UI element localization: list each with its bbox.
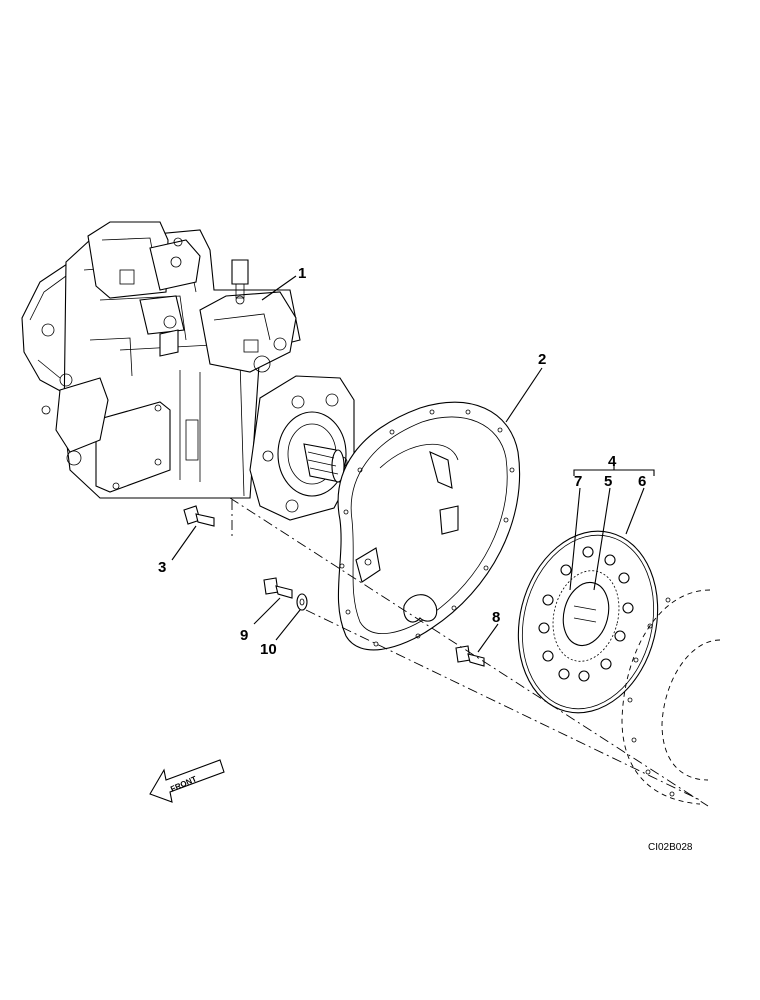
callout-labels: 1 2 3 4 7 5 6 8 9 10 <box>158 265 646 658</box>
callout-8: 8 <box>492 609 500 626</box>
callout-1: 1 <box>298 265 306 282</box>
engine-flywheel-outline <box>621 589 721 805</box>
hydraulic-pump-assembly <box>21 221 355 521</box>
callout-6: 6 <box>638 473 646 490</box>
callout-10: 10 <box>260 641 277 658</box>
flywheel-housing <box>337 401 521 651</box>
leader-lines <box>171 275 655 653</box>
callout-7: 7 <box>574 473 582 490</box>
callout-5: 5 <box>604 473 612 490</box>
bolt-part-3 <box>183 505 215 527</box>
bolt-part-9 <box>263 577 293 599</box>
front-direction-arrow: FRONT <box>149 759 225 803</box>
coupling-assembly <box>517 530 659 714</box>
callout-4: 4 <box>608 453 617 470</box>
drawing-reference-code: CI02B028 <box>648 842 693 853</box>
washer-part-10 <box>296 593 308 611</box>
bolt-part-8 <box>455 645 485 667</box>
assembly-centerlines <box>229 497 709 807</box>
callout-9: 9 <box>240 627 248 644</box>
callout-2: 2 <box>538 351 546 368</box>
callout-3: 3 <box>158 559 166 576</box>
